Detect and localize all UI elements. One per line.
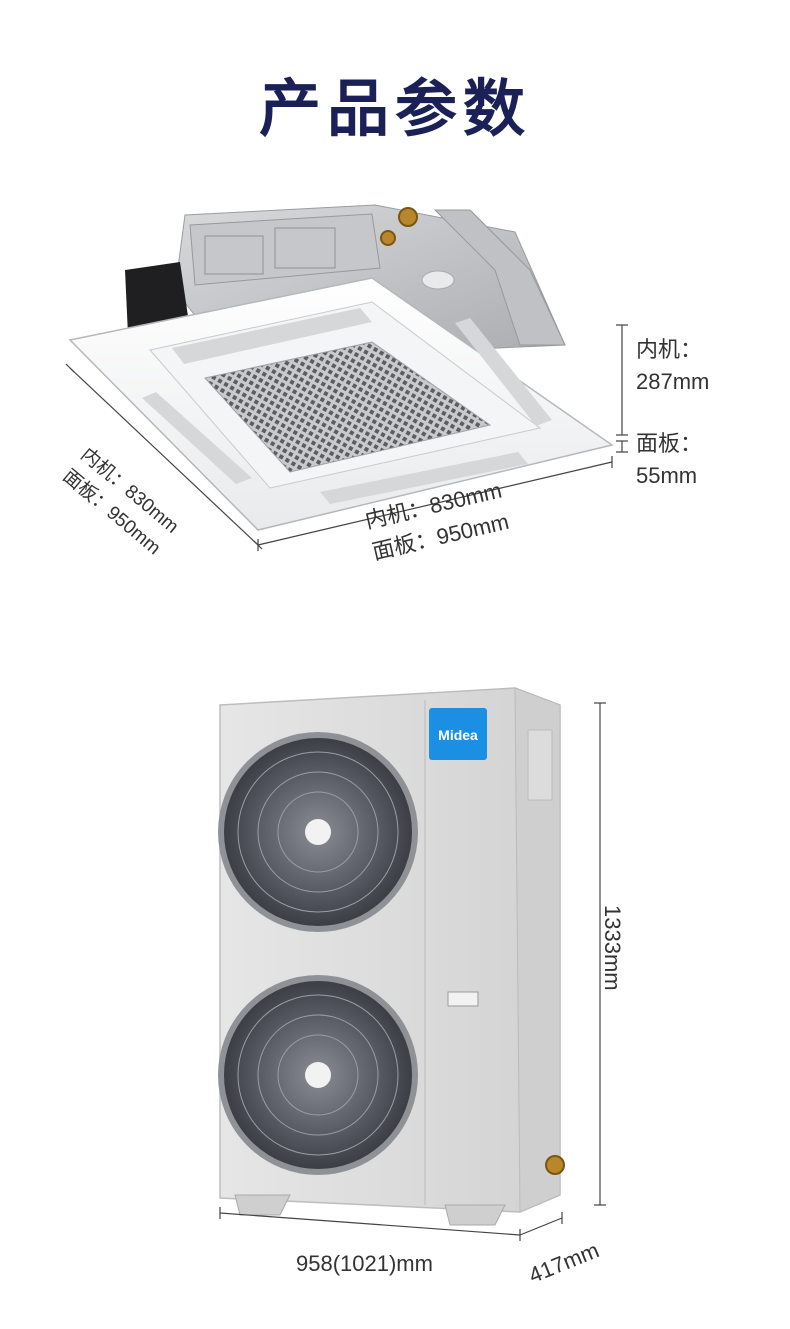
fan-grille-bottom: [218, 975, 418, 1175]
indoor-dimension-lines: [65, 324, 628, 551]
indoor-height-value: 287mm: [636, 368, 710, 394]
fan-grille-top: [218, 732, 418, 932]
indoor-height-title: 内机：: [636, 337, 703, 362]
outdoor-width-label: 958(1021)mm: [296, 1251, 433, 1276]
outdoor-height-label: 1333mm: [600, 905, 625, 991]
indoor-height-label: 内机： 287mm: [636, 334, 709, 398]
panel-height-value: 55mm: [636, 462, 698, 488]
indoor-unit-panel: [68, 270, 614, 531]
page-title: 产品参数: [258, 72, 531, 145]
svg-text:Midea: Midea: [438, 727, 478, 743]
midea-logo: Midea: [429, 708, 487, 760]
panel-height-label: 面板： 55mm: [636, 428, 702, 492]
outdoor-dimension-lines: [219, 702, 606, 1241]
panel-height-title: 面板：: [636, 431, 703, 456]
